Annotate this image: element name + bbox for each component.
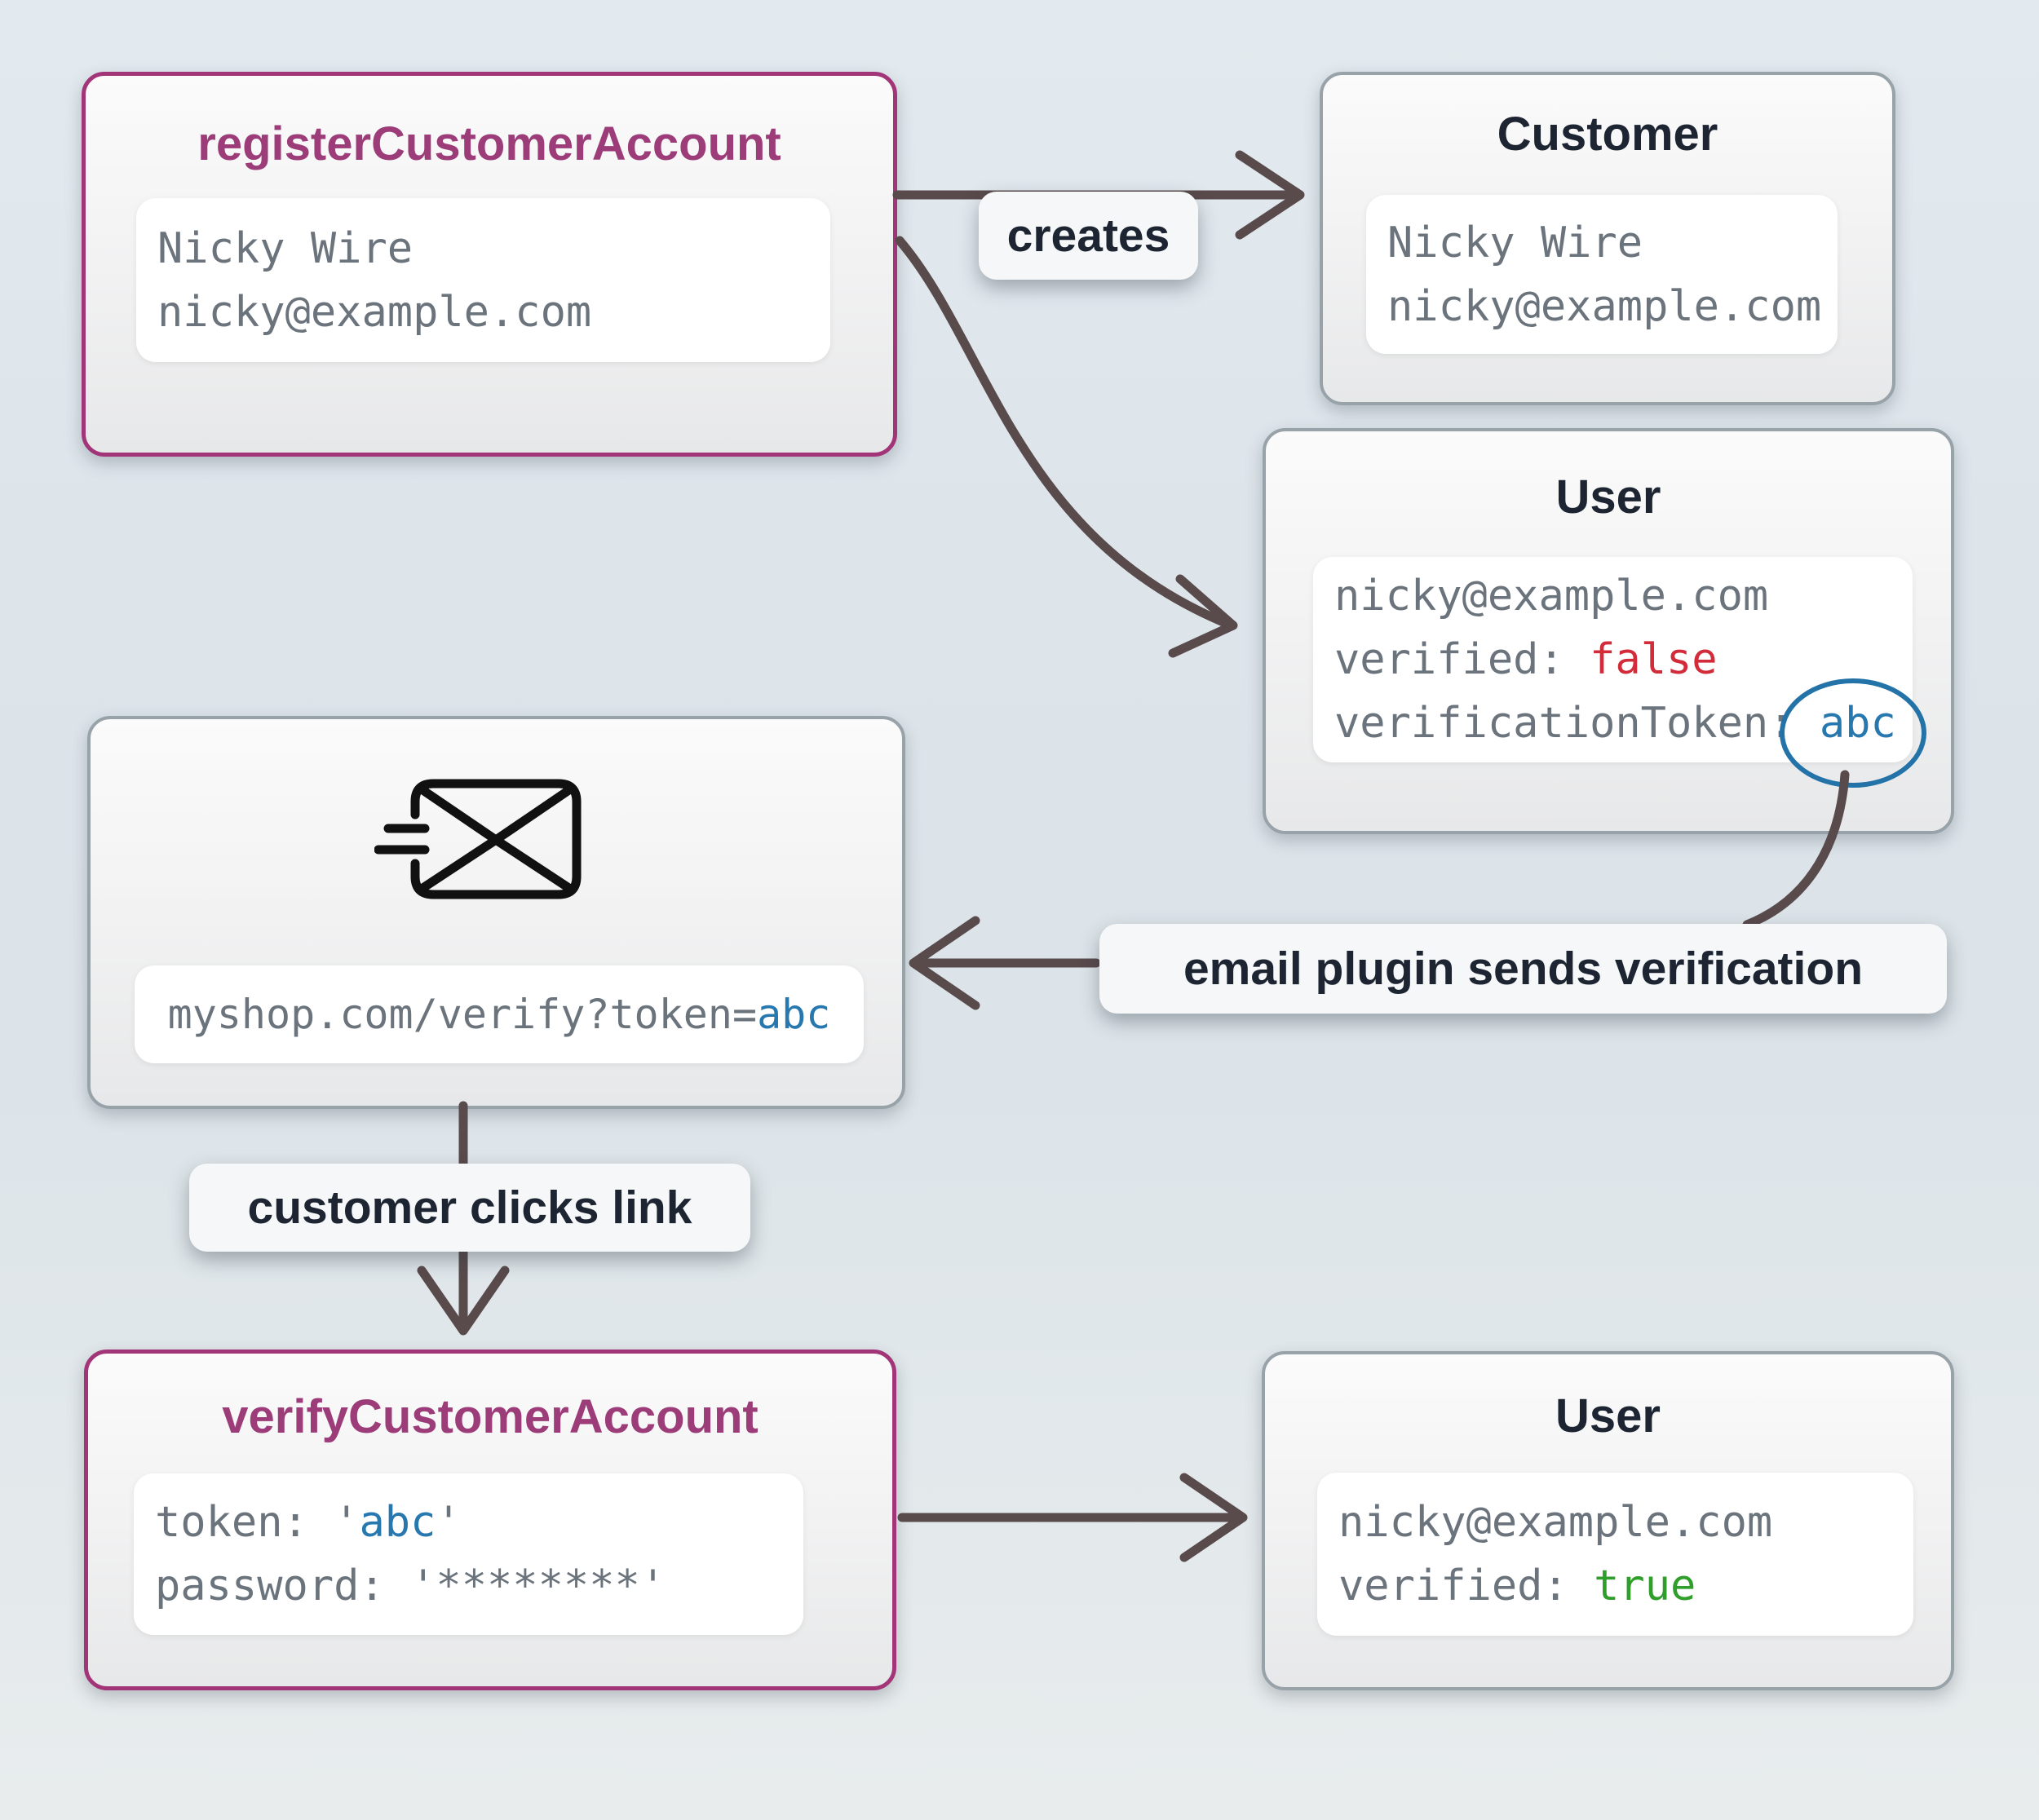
node-customer: Customer Nicky Wire nicky@example.com xyxy=(1320,72,1895,405)
verification-url-box: myshop.com/verify?token=abc xyxy=(135,965,864,1063)
customer-name-line: Nicky Wire xyxy=(1387,218,1643,267)
user-verified-verified-line: verified: true xyxy=(1338,1562,1696,1610)
label-email-plugin-sends-verification: email plugin sends verification xyxy=(1099,924,1947,1014)
node-user-unverified: User nicky@example.com verified: false v… xyxy=(1263,428,1954,834)
verification-url-line: myshop.com/verify?token=abc xyxy=(167,991,831,1038)
node-verification-email: myshop.com/verify?token=abc xyxy=(87,716,905,1109)
url-token-value: abc xyxy=(757,991,831,1038)
envelope-flap-lines xyxy=(417,784,575,894)
node-user-verified: User nicky@example.com verified: true xyxy=(1262,1351,1954,1690)
node-title-user-unverified: User xyxy=(1555,470,1661,523)
email-sent-icon xyxy=(374,779,582,899)
user-unverified-verified-line: verified: false xyxy=(1334,635,1718,684)
register-name-line: Nicky Wire xyxy=(157,223,414,273)
node-register-customer-account: registerCustomerAccount Nicky Wire nicky… xyxy=(82,72,897,457)
verify-password-line: password: '********' xyxy=(155,1562,666,1610)
arrow-register-to-user xyxy=(895,236,1238,658)
verify-token-value: abc xyxy=(359,1498,436,1547)
arrow-verify-to-user xyxy=(897,1473,1248,1562)
label-creates: creates xyxy=(979,192,1198,280)
node-title-customer: Customer xyxy=(1497,108,1718,161)
password-masked-value: ******** xyxy=(436,1562,640,1610)
node-verify-customer-account: verifyCustomerAccount token: 'abc' passw… xyxy=(84,1350,896,1690)
arrow-label-to-email xyxy=(909,916,1101,1010)
user-unverified-token-line: verificationToken: abc xyxy=(1334,699,1896,748)
register-payload-box: Nicky Wire nicky@example.com xyxy=(136,198,830,362)
user-unverified-payload-box: nicky@example.com verified: false verifi… xyxy=(1313,557,1913,762)
verified-false-value: false xyxy=(1590,635,1718,684)
user-unverified-email-line: nicky@example.com xyxy=(1334,572,1769,621)
register-email-line: nicky@example.com xyxy=(157,287,592,337)
verified-true-value: true xyxy=(1594,1562,1696,1610)
verify-payload-box: token: 'abc' password: '********' xyxy=(134,1473,803,1635)
verify-token-line: token: 'abc' xyxy=(155,1498,462,1547)
user-verified-payload-box: nicky@example.com verified: true xyxy=(1317,1473,1913,1636)
customer-email-line: nicky@example.com xyxy=(1387,281,1822,331)
user-verified-email-line: nicky@example.com xyxy=(1338,1498,1773,1547)
node-title-user-verified: User xyxy=(1555,1389,1661,1442)
node-title-register: registerCustomerAccount xyxy=(197,117,781,170)
node-title-verify: verifyCustomerAccount xyxy=(222,1390,759,1443)
verification-token-value: abc xyxy=(1819,699,1896,748)
customer-payload-box: Nicky Wire nicky@example.com xyxy=(1366,195,1838,354)
label-customer-clicks-link: customer clicks link xyxy=(189,1164,750,1252)
